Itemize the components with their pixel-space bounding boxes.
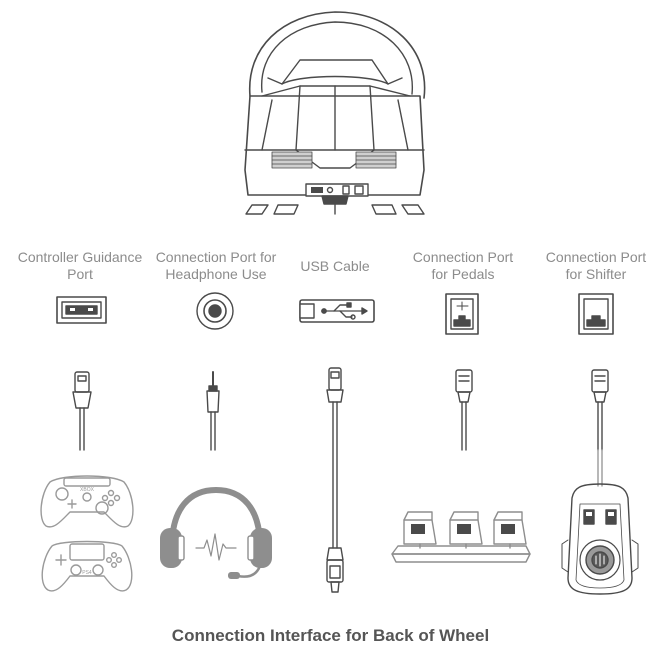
rj-shifter-connector [591, 369, 609, 451]
pedals-illustration [391, 511, 531, 563]
usb-cable-icon [299, 299, 375, 323]
rj-pedal-connector [455, 369, 473, 451]
label-pedals-port: Connection Port for Pedals [412, 249, 514, 282]
pedals-port-icon [445, 293, 479, 335]
headphone-port-icon [196, 292, 234, 330]
label-usb-cable: USB Cable [300, 258, 370, 274]
label-controller-port: Controller Guidance Port [17, 249, 143, 282]
label-headphone-port: Connection Port for Headphone Use [155, 249, 277, 282]
headset-illustration [160, 487, 272, 579]
ps-controller-illustration: PS4 [41, 540, 133, 592]
diagram-caption: Connection Interface for Back of Wheel [171, 626, 490, 645]
usb-a-connector [72, 371, 92, 451]
xbox-logo-text: XBOX [80, 487, 95, 493]
label-shifter-port: Connection Port for Shifter [545, 249, 647, 282]
xbox-controller-illustration: XBOX [40, 475, 134, 528]
ps-logo-text: PS4 [82, 570, 92, 576]
audio-jack-connector [206, 371, 220, 451]
usb-long-cable [326, 367, 344, 593]
shifter-illustration [561, 449, 639, 595]
controller-port-icon [56, 296, 107, 324]
racing-wheel-illustration [244, 11, 426, 215]
shifter-port-icon [578, 293, 614, 335]
